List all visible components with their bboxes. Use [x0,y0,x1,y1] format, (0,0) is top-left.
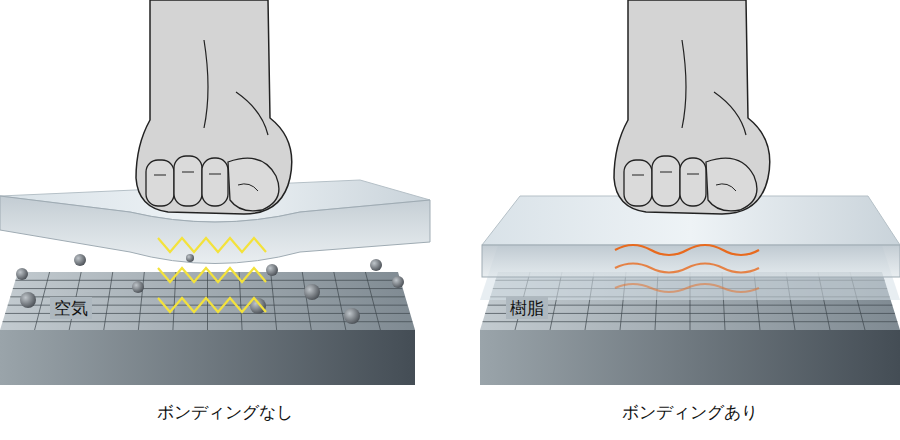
grid-line [173,272,176,330]
display-front [480,330,900,385]
fist [136,0,292,214]
material-label: 樹脂 [506,297,548,319]
vibration-zigzag [158,238,266,312]
panel-without-bonding [0,0,430,385]
display-front [0,330,415,385]
grid-line [365,272,380,330]
grid-line [35,272,50,330]
panel-with-bonding [480,0,900,385]
air-bubbles [16,254,404,324]
grid-line [334,272,346,330]
material-label: 空気 [50,297,92,319]
damped-wave [615,245,759,292]
grid-line [104,272,113,330]
caption: ボンディングなし [157,402,293,422]
grid-line [271,272,277,330]
resin-layer [480,245,900,300]
grid-line [302,272,311,330]
fist [614,0,770,214]
display-top [0,272,415,330]
grid-line [138,272,144,330]
cover-glass [482,245,900,277]
caption: ボンディングあり [622,402,758,422]
